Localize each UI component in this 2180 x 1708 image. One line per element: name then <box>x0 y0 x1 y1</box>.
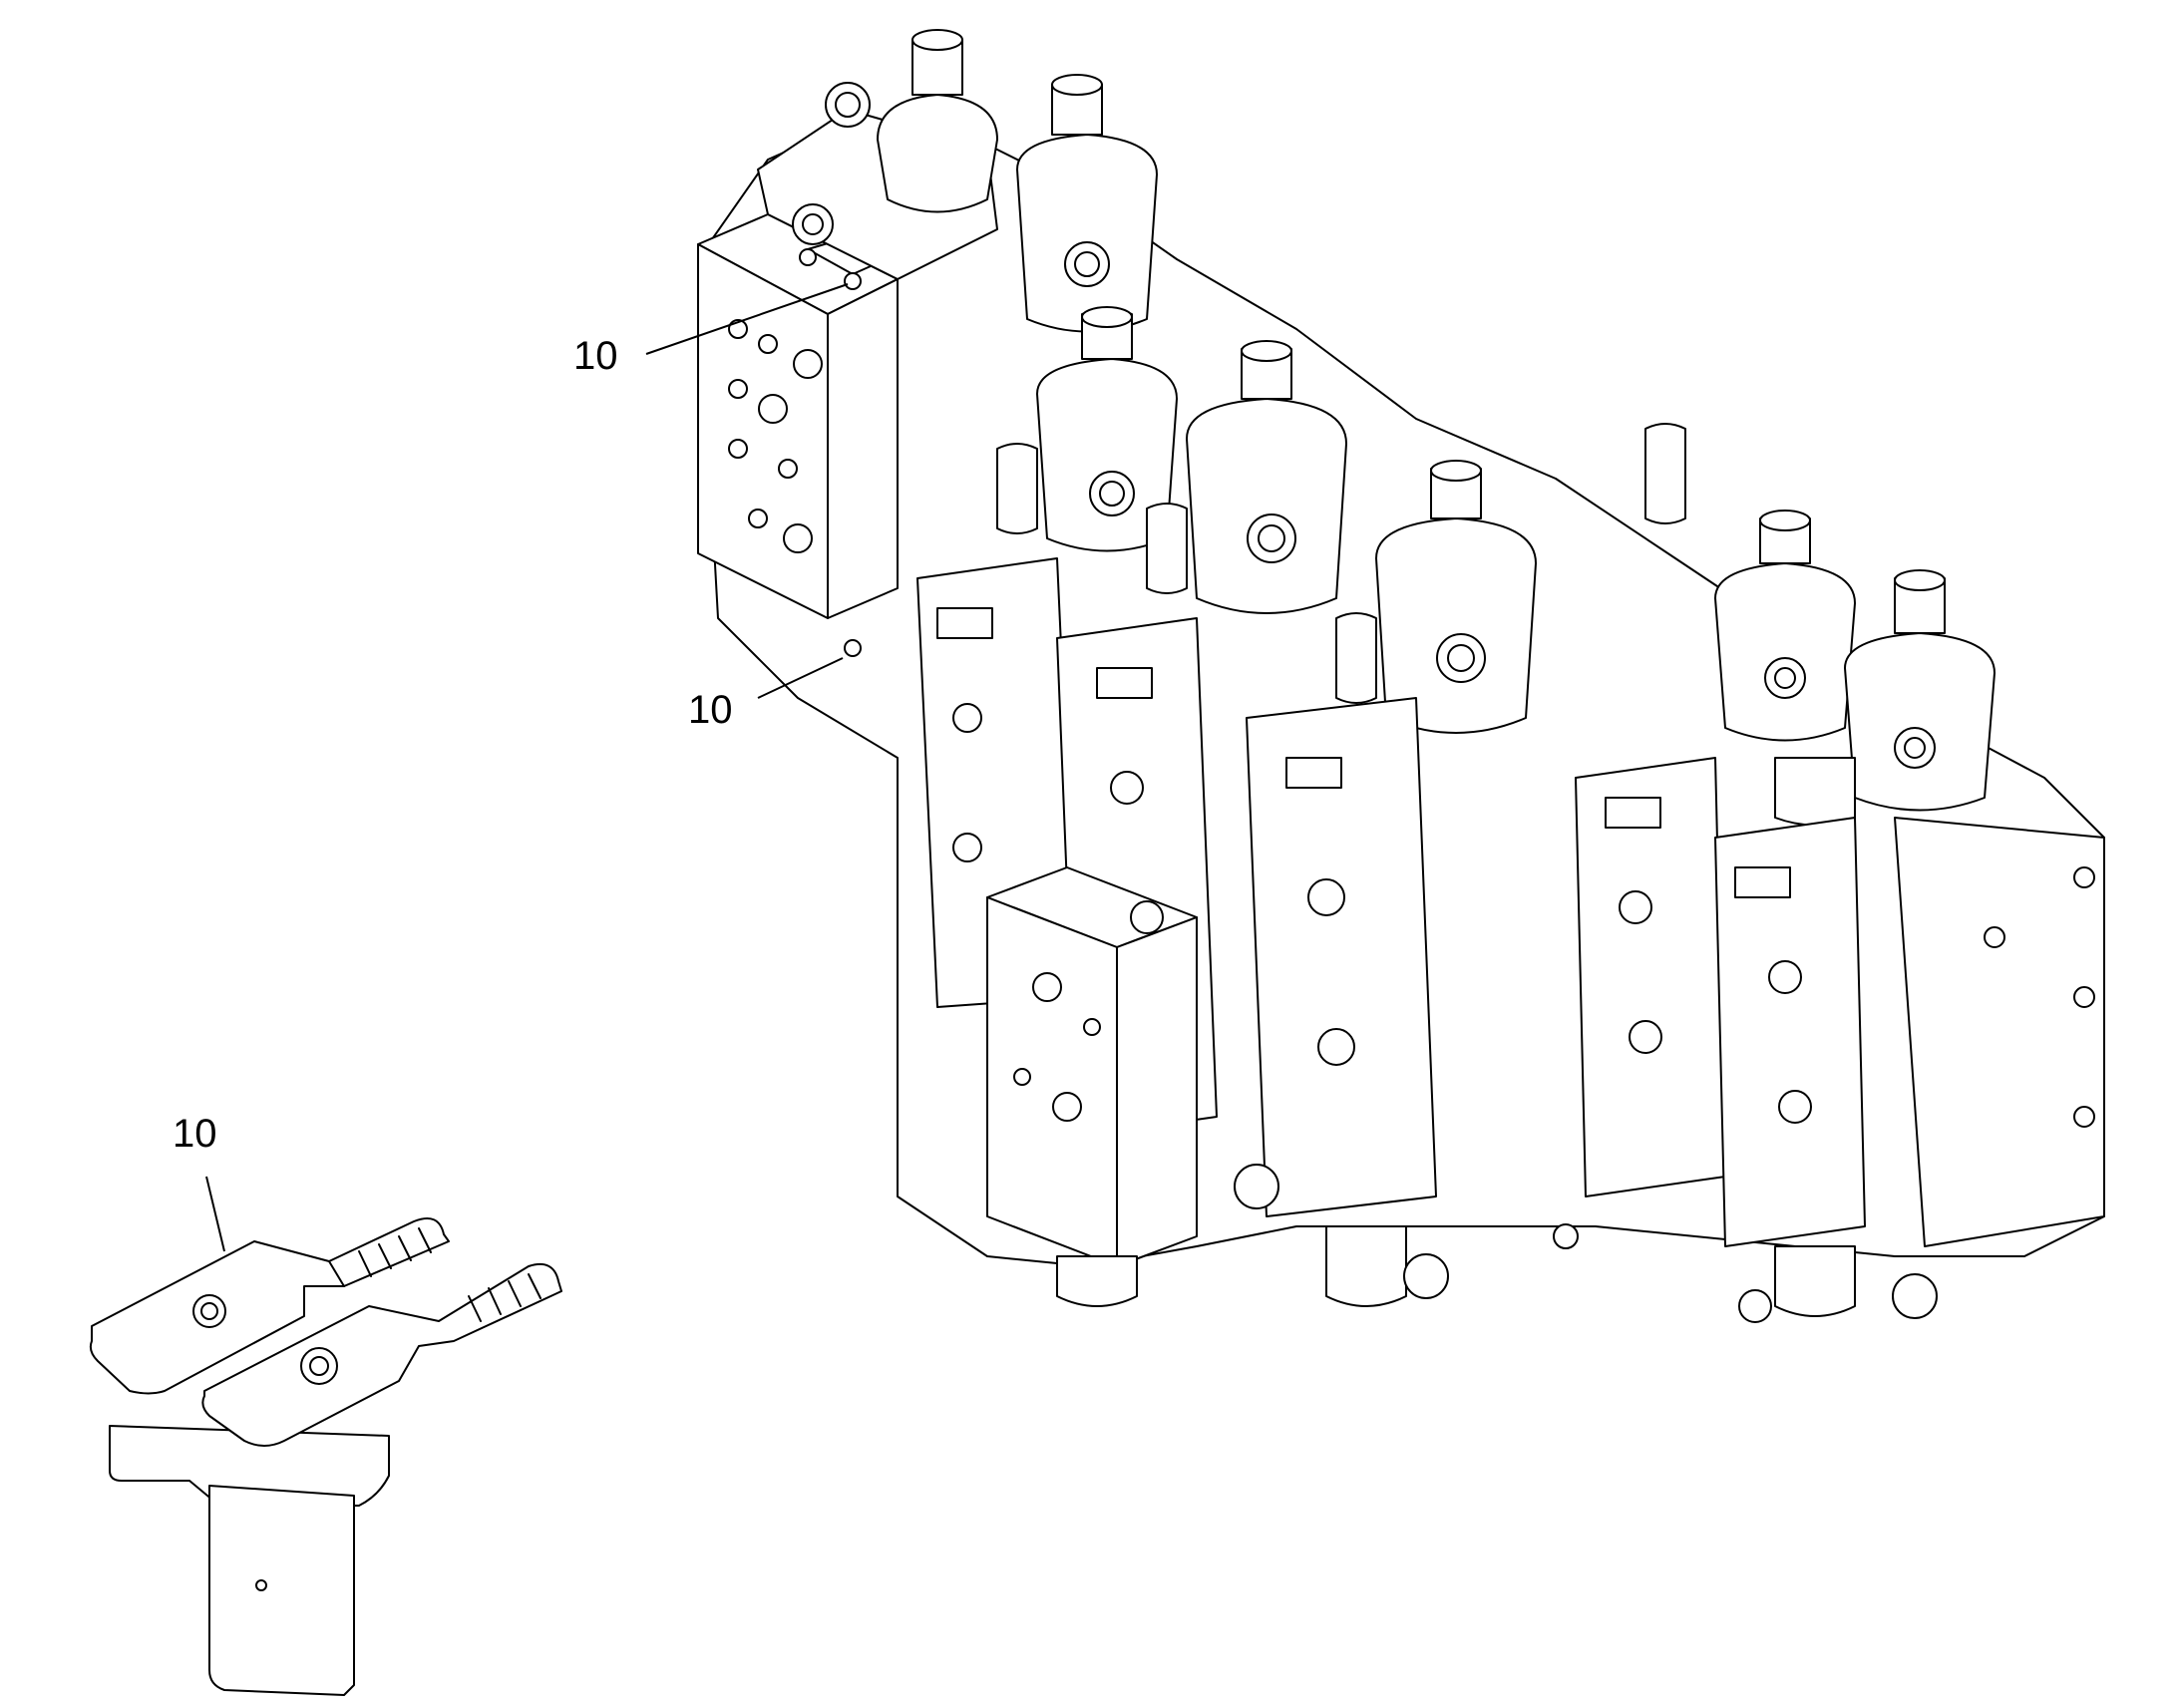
solenoid-4 <box>1186 340 1347 614</box>
callout-top-lower: 10 <box>688 657 844 732</box>
manifold-block <box>697 213 905 657</box>
actuators <box>996 423 1856 827</box>
lever-front <box>201 1262 562 1447</box>
solenoid-7 <box>1844 569 1996 812</box>
lever-back <box>89 1217 450 1395</box>
callout-top-upper: 10 <box>573 283 849 378</box>
solenoid-6 <box>1714 510 1856 742</box>
ports <box>952 703 2095 1128</box>
solenoid-3 <box>1036 306 1178 552</box>
control-valve-assembly <box>697 29 2105 1323</box>
callout-label: 10 <box>573 334 618 378</box>
lever-bracket-detail <box>89 1217 562 1696</box>
solenoid-5 <box>1375 460 1537 734</box>
bottom-fittings <box>1056 1164 1938 1323</box>
callout-label: 10 <box>688 688 733 732</box>
solenoid-1 <box>877 29 998 213</box>
callout-detail: 10 <box>173 1112 225 1252</box>
solenoid-2 <box>1016 74 1158 333</box>
callout-label: 10 <box>173 1112 217 1156</box>
front-cover-block <box>986 866 1198 1267</box>
